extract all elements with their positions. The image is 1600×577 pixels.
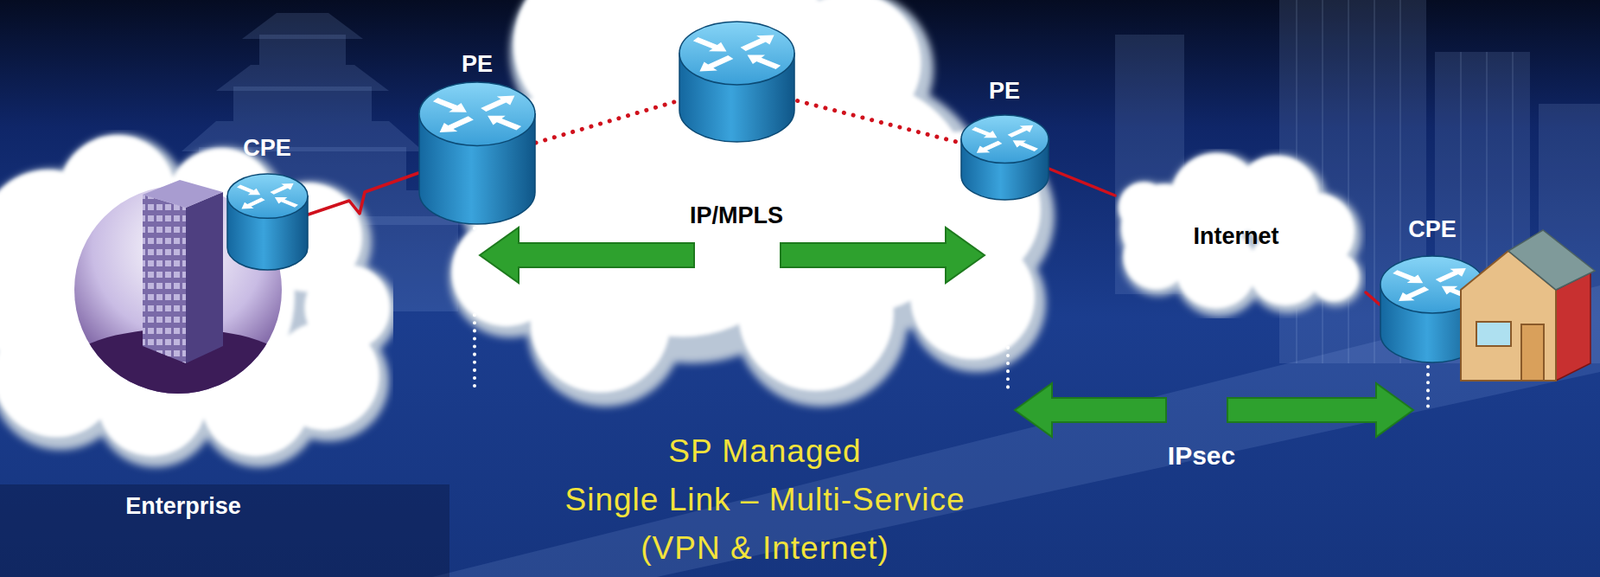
cloud-shade [449,0,1055,407]
node-label: IP/MPLS [689,202,784,230]
cloud-shape [0,129,394,532]
router-arrow [693,37,727,52]
core-router [679,21,795,142]
house-window [1476,321,1511,346]
house-roof [1508,229,1595,290]
building-windows [142,194,186,364]
access-link [1365,292,1380,305]
router-arrow [1392,269,1423,283]
router-arrow [699,55,734,71]
cloud-node: Internet [1115,148,1366,319]
node-label: Internet [1192,223,1279,250]
router-arrow [480,95,515,113]
cloud-body [0,135,390,457]
router-arrow [971,127,997,139]
router-arrow [975,140,1002,153]
node-label: CPE [1408,216,1457,243]
access-link [1049,168,1116,196]
router-arrow [1435,267,1467,283]
cloud-body [452,0,1041,393]
router-top [419,82,536,146]
router-icon [418,81,536,225]
router-arrow [269,183,294,195]
node-label: CPE [242,134,292,162]
router-arrow [241,197,265,210]
cloud-node: Enterprise [0,129,394,532]
service-caption: Single Link – Multi-Service [565,481,966,519]
router-arrow [439,115,474,133]
tree-line [0,484,450,577]
cloud-body [1118,152,1359,308]
router-arrow [1012,140,1038,152]
router-arrow [433,97,467,113]
green-arrow [1227,382,1414,437]
node-label: PE [461,50,493,78]
router-arrow [274,197,298,208]
router-node: PE [418,50,536,225]
label-box: Single Link – Multi-Service [565,481,966,519]
label-box: (VPN & Internet) [640,529,889,568]
building-front [142,194,186,364]
router-top [679,21,795,85]
router-arrow [236,184,261,196]
service-caption: (VPN & Internet) [640,529,889,568]
router-node: CPE [226,134,309,271]
node-label: PE [988,77,1020,105]
building-side [185,191,224,364]
service-caption: SP Managed [668,433,861,471]
router-node: PE [960,77,1050,201]
node-label: Enterprise [125,492,242,520]
span-arrows [479,227,1414,437]
router-top [961,114,1049,164]
dotted-drop-line [1426,366,1430,408]
green-arrow [1014,382,1167,437]
cloud-node: IP/MPLS PE PE [406,0,1077,415]
house-side [1555,272,1591,381]
label-box: IPsec [1167,440,1236,472]
cloud-shade [1117,152,1364,317]
router-arrow [740,35,775,51]
cloud-shade [0,133,394,467]
router-arrow [1398,286,1429,301]
router-arrow [747,54,782,70]
router-icon [960,114,1050,201]
router-icon [226,172,309,271]
router-arrow [487,115,522,131]
house-door [1521,324,1544,381]
router-arrow [1007,125,1033,138]
label-box: SP Managed [668,433,861,471]
protocol-label: IPsec [1167,440,1236,472]
router-top [227,173,308,218]
